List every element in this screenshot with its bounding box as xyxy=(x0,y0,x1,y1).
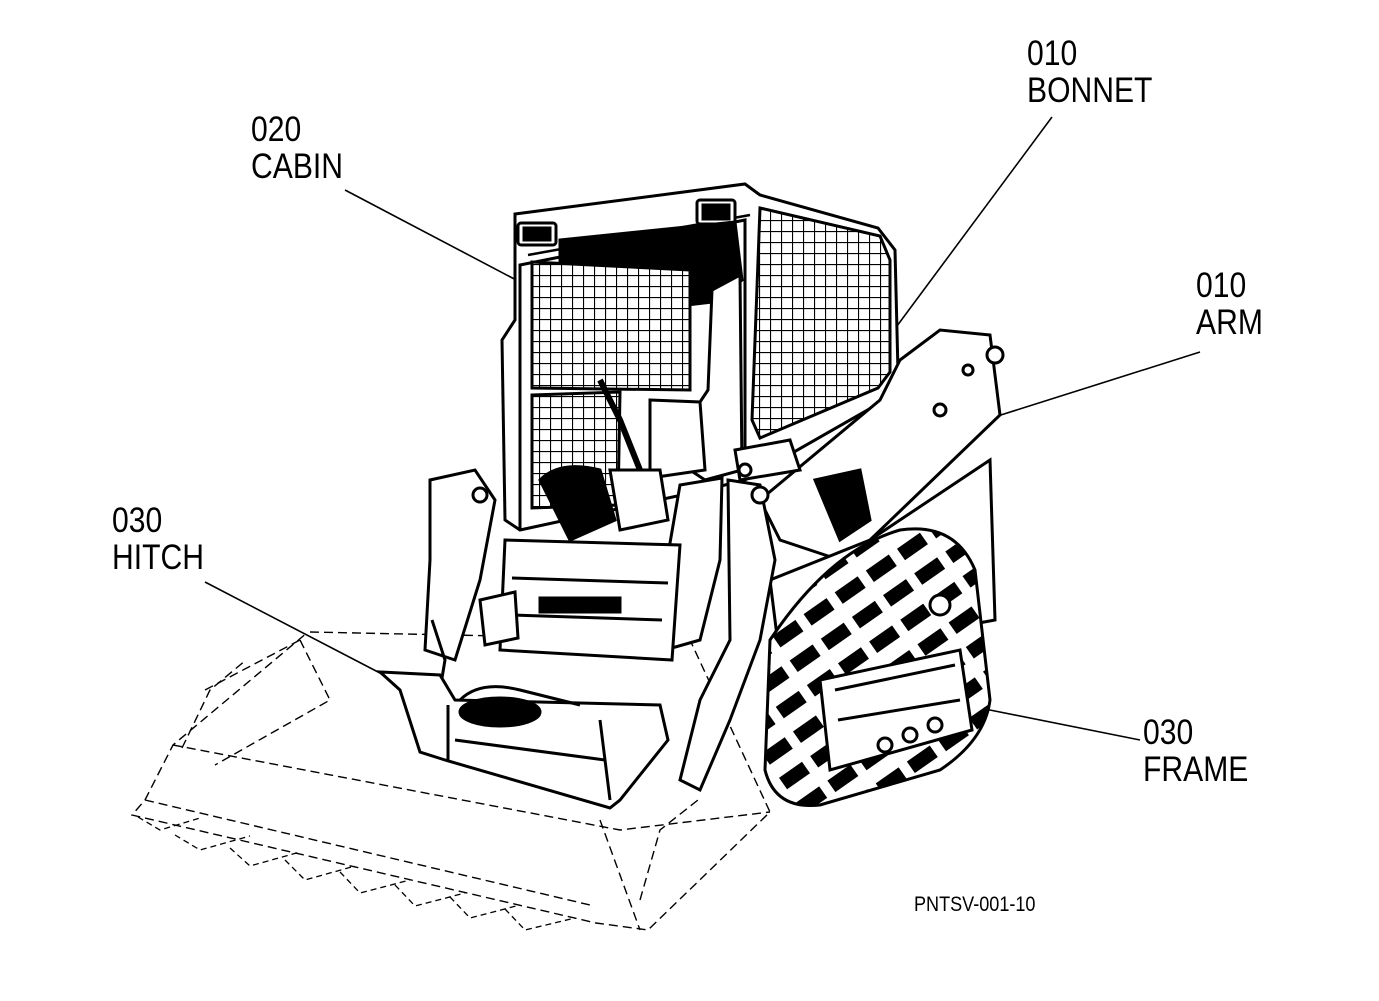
callout-cabin-name: CABIN xyxy=(251,147,343,186)
leader-arm xyxy=(984,351,1201,421)
hitch xyxy=(375,670,670,810)
left-arm xyxy=(423,468,497,691)
callout-bonnet: 010 BONNET xyxy=(1027,35,1152,109)
figure-id: PNTSV-001-10 xyxy=(914,893,1036,916)
callout-arm-code: 010 xyxy=(1196,266,1247,305)
chassis-front xyxy=(478,538,682,662)
leader-hitch xyxy=(204,581,404,686)
callout-frame-name: FRAME xyxy=(1143,750,1249,789)
callout-bonnet-name: BONNET xyxy=(1027,71,1153,110)
callout-arm: 010 ARM xyxy=(1196,267,1263,341)
callout-cabin: 020 CABIN xyxy=(251,111,343,185)
bucket-phantom xyxy=(130,631,771,931)
leader-frame xyxy=(964,704,1141,741)
leader-cabin xyxy=(344,189,521,283)
bucket-teeth xyxy=(137,816,576,931)
callout-hitch: 030 HITCH xyxy=(112,502,204,576)
callout-arm-name: ARM xyxy=(1196,303,1263,342)
leader-lines xyxy=(204,116,1201,741)
callout-hitch-name: HITCH xyxy=(112,538,204,577)
callout-hitch-code: 030 xyxy=(112,501,163,540)
callout-frame: 030 FRAME xyxy=(1143,714,1248,788)
cabin-door-grid xyxy=(750,206,892,440)
callout-frame-code: 030 xyxy=(1143,713,1194,752)
callout-bonnet-code: 010 xyxy=(1027,34,1078,73)
seat-interior xyxy=(538,272,744,542)
leader-bonnet xyxy=(893,116,1053,331)
callout-cabin-code: 020 xyxy=(251,110,302,149)
front-tower xyxy=(653,438,802,793)
track xyxy=(763,527,992,808)
